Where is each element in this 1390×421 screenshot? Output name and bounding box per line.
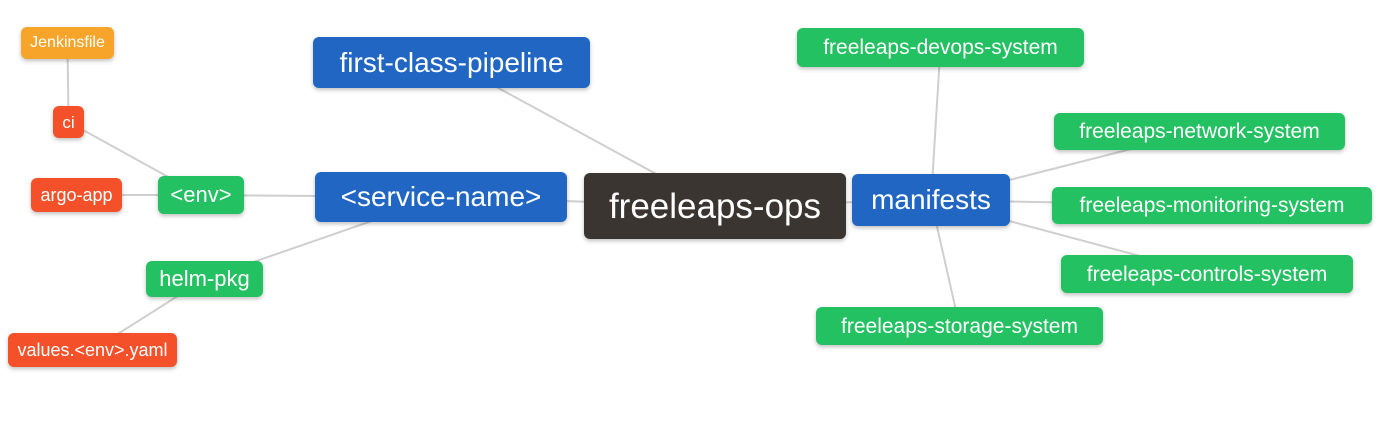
node-first-class-pipeline[interactable]: first-class-pipeline xyxy=(313,37,590,88)
node-env[interactable]: <env> xyxy=(158,176,244,214)
node-helm-pkg[interactable]: helm-pkg xyxy=(146,261,263,297)
node-freeleaps-storage-system[interactable]: freeleaps-storage-system xyxy=(816,307,1103,345)
node-freeleaps-controls-system[interactable]: freeleaps-controls-system xyxy=(1061,255,1353,293)
node-values-env-yaml[interactable]: values.<env>.yaml xyxy=(8,333,177,367)
node-jenkinsfile[interactable]: Jenkinsfile xyxy=(21,27,114,59)
node-argo-app[interactable]: argo-app xyxy=(31,178,122,212)
node-freeleaps-devops-system[interactable]: freeleaps-devops-system xyxy=(797,28,1084,67)
node-ci[interactable]: ci xyxy=(53,106,84,138)
node-service-name[interactable]: <service-name> xyxy=(315,172,567,222)
node-freeleaps-monitoring-system[interactable]: freeleaps-monitoring-system xyxy=(1052,187,1372,224)
node-freeleaps-ops[interactable]: freeleaps-ops xyxy=(584,173,846,239)
node-freeleaps-network-system[interactable]: freeleaps-network-system xyxy=(1054,113,1345,150)
node-manifests[interactable]: manifests xyxy=(852,174,1010,226)
